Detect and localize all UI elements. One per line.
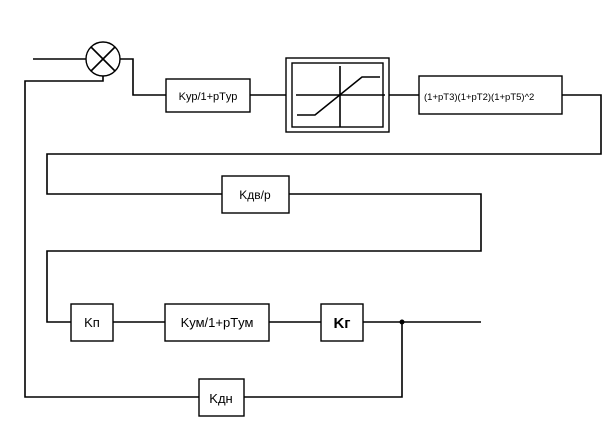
- summing-junction-cross: [90, 46, 116, 72]
- controller-label: Kур/1+pTур: [179, 91, 238, 103]
- controller-block: Kур/1+pTур: [165, 78, 251, 113]
- wire-motor-to-converter: [46, 193, 482, 323]
- generator-block: Kг: [320, 303, 364, 342]
- saturation-curve-icon: [297, 76, 380, 116]
- amplifier-block: Kум/1+pTум: [164, 303, 270, 342]
- wire-junction-to-controller: [120, 58, 166, 96]
- motor-label: Kдв/p: [239, 188, 271, 202]
- wire-feedback-to-junction: [24, 76, 199, 398]
- plant-lag-label: (1+pT3)(1+pT2)(1+pT5)^2: [424, 92, 534, 103]
- amplifier-label: Kум/1+pTум: [181, 315, 254, 330]
- feedback-sensor-label: Kдн: [209, 391, 232, 406]
- wire-lag-to-motor: [46, 94, 602, 195]
- saturation-block: [285, 57, 390, 133]
- converter-label: Kп: [84, 315, 100, 330]
- generator-label: Kг: [333, 315, 350, 332]
- converter-block: Kп: [70, 303, 114, 342]
- motor-block: Kдв/p: [221, 175, 290, 214]
- wire-feedback-to-sensor: [244, 322, 403, 398]
- plant-lag-block: (1+pT3)(1+pT2)(1+pT5)^2: [418, 75, 563, 115]
- feedback-sensor-block: Kдн: [198, 378, 245, 417]
- summing-junction: [85, 41, 121, 77]
